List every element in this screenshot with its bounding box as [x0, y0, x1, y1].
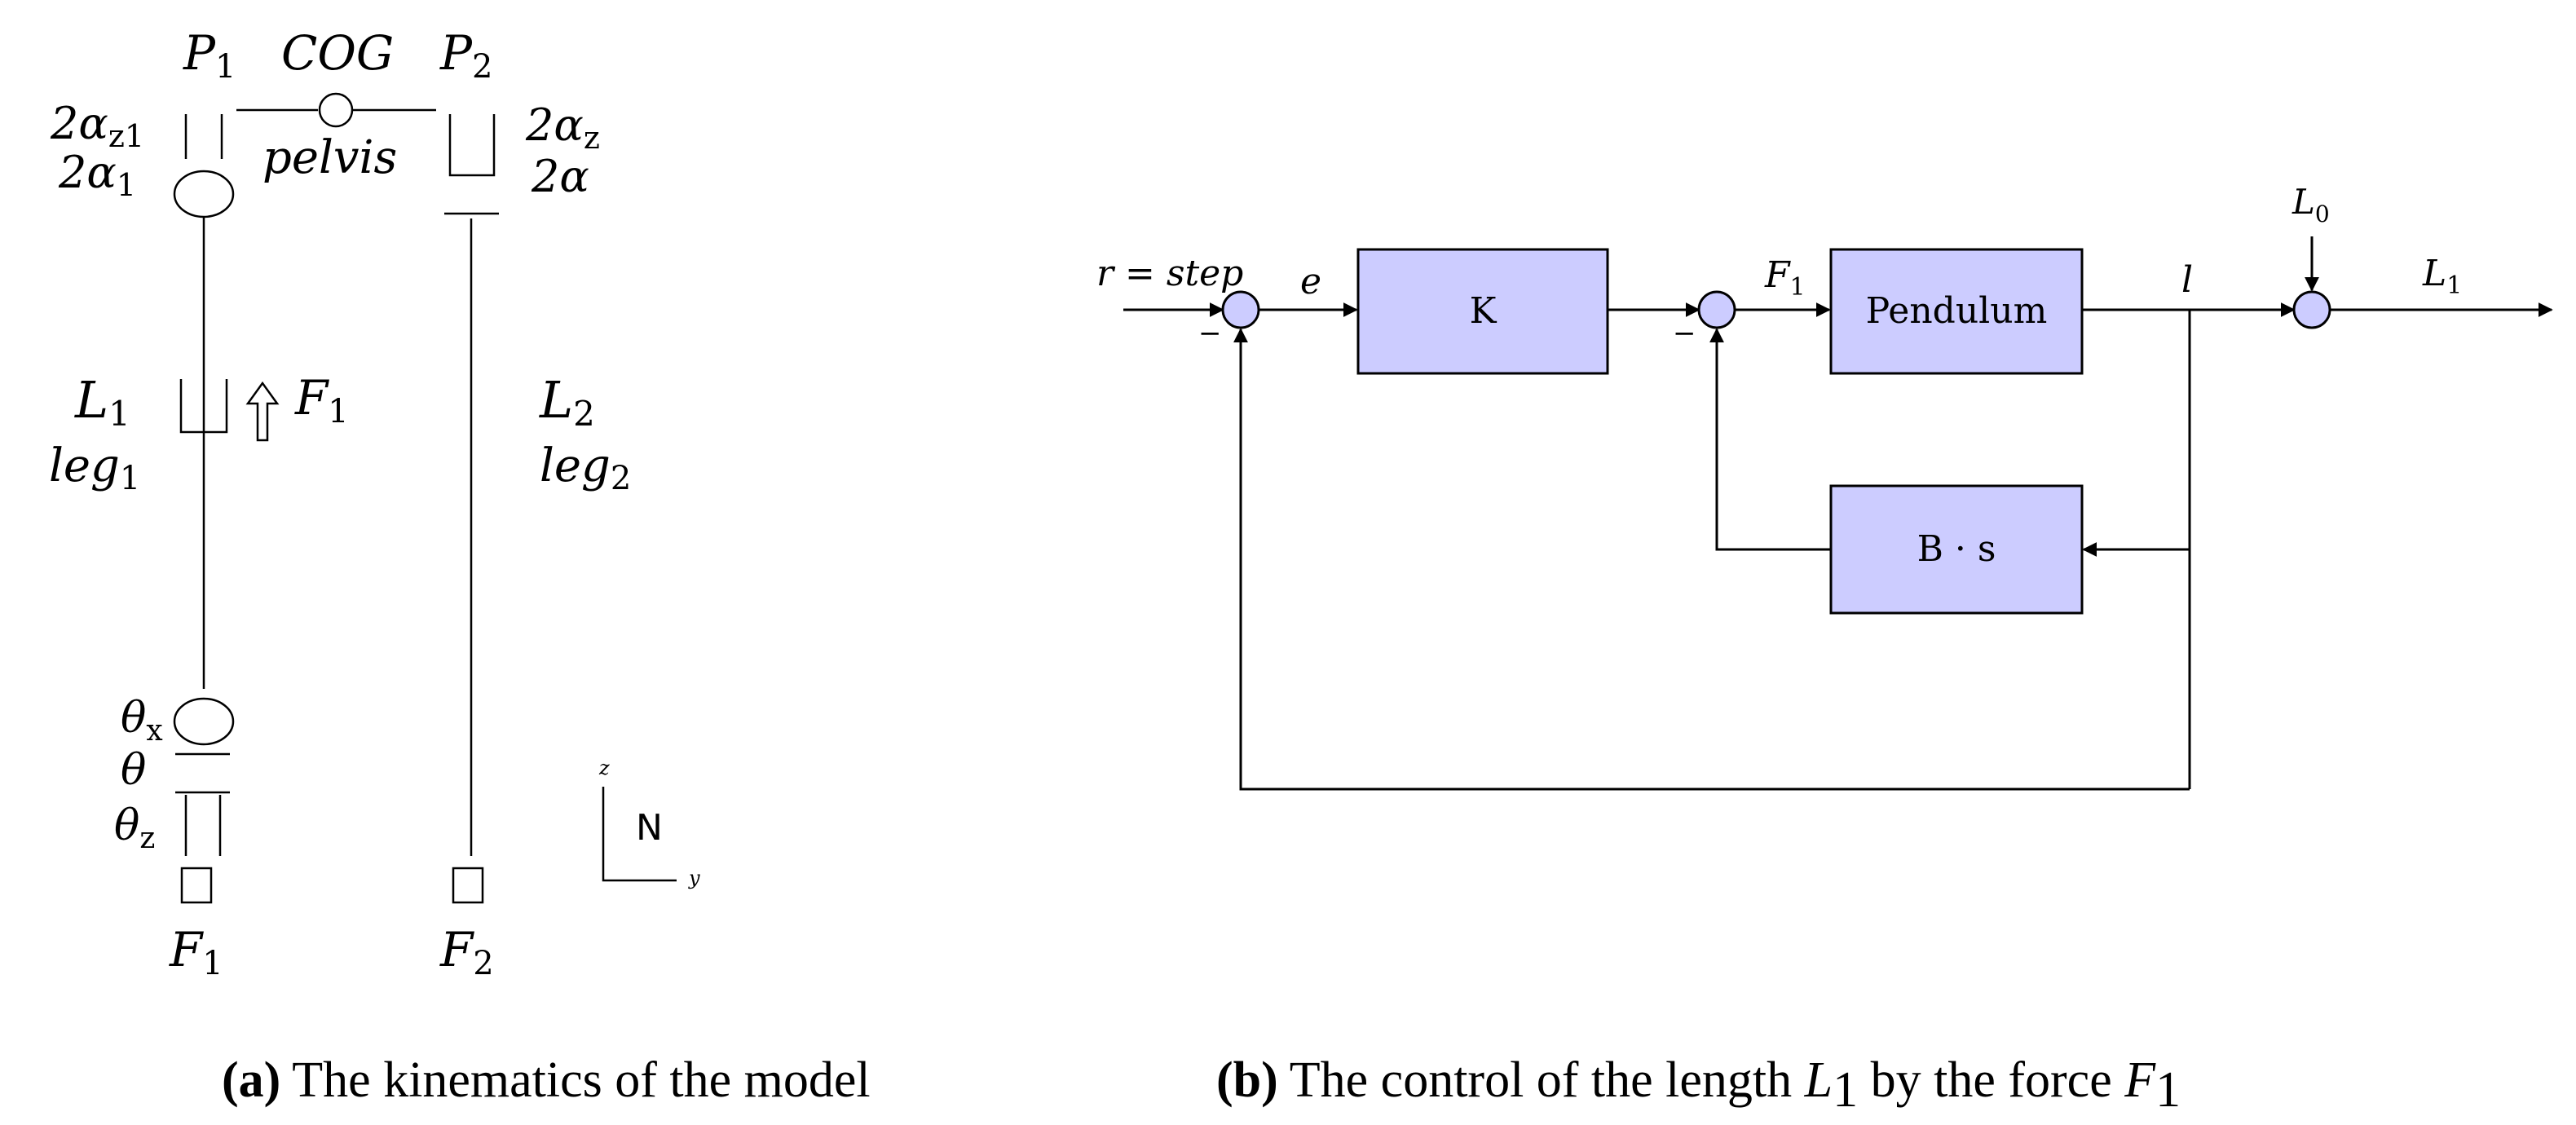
- foot-2-box: [452, 867, 484, 904]
- n-frame-axes: [602, 787, 677, 882]
- label-foot-1: F1: [169, 922, 223, 982]
- label-p1: P1: [183, 25, 236, 86]
- block-bs-label: B · s: [1917, 528, 1996, 570]
- label-pelvis: pelvis: [262, 131, 397, 184]
- label-leg-2: leg2: [540, 439, 631, 497]
- kinematics-diagram: P1 COG P2 pelvis 2αz1 2α1 2αz 2α F1 L1 l…: [49, 25, 700, 982]
- hip1-rotary-joint: [173, 170, 235, 218]
- inner-feedback-return: [1709, 328, 1831, 551]
- label-p2: P2: [439, 25, 492, 86]
- summing-junction-1: [1221, 290, 1260, 329]
- output-label: L1: [2422, 253, 2462, 300]
- label-alpha-1: 2α1: [58, 147, 136, 203]
- label-length-1: L1: [74, 370, 130, 434]
- error-label: e: [1300, 261, 1321, 302]
- outer-feedback-return: [1233, 328, 2190, 791]
- label-length-2: L2: [539, 370, 595, 434]
- block-pendulum-label: Pendulum: [1866, 290, 2048, 332]
- caption-a: (a)The kinematics of the model: [222, 1052, 871, 1108]
- label-alpha-z1: 2αz1: [50, 98, 144, 154]
- axis-y-label: y: [688, 867, 700, 889]
- ankle-rotary-x-joint: [173, 697, 235, 746]
- label-foot-2: F2: [439, 922, 494, 982]
- label-alpha-z: 2αz: [525, 99, 600, 156]
- axis-z-label: z: [598, 757, 610, 779]
- offset-label: L0: [2291, 182, 2330, 227]
- block-k: [1356, 248, 1609, 375]
- label-force-f1: F1: [294, 370, 349, 430]
- block-pendulum: [1829, 248, 2084, 375]
- label-theta-x: θx: [121, 694, 163, 748]
- minus-sign-1: −: [1198, 317, 1222, 350]
- label-alpha: 2α: [531, 151, 589, 202]
- label-theta-z: θz: [114, 801, 155, 855]
- minus-sign-2: −: [1673, 317, 1696, 350]
- block-k-label: K: [1470, 290, 1498, 332]
- control-block-diagram: r = step − e K − F1 Pendulum l L0 L1: [1096, 182, 2553, 791]
- hip2-prismatic-joint: [448, 114, 496, 177]
- label-cog: COG: [281, 25, 394, 81]
- label-theta: θ: [121, 746, 146, 795]
- summing-junction-3: [2292, 290, 2331, 329]
- input-label: r = step: [1096, 253, 1243, 294]
- label-leg-1: leg1: [49, 439, 140, 497]
- frame-n-label: N: [636, 807, 663, 849]
- force-label: F1: [1764, 254, 1806, 302]
- force-arrow-icon: [245, 381, 280, 442]
- summing-junction-2: [1697, 290, 1736, 329]
- caption-b: (b)The control of the length L1 by the f…: [1216, 1052, 2181, 1118]
- foot-1-box: [180, 867, 213, 904]
- output-l-label: l: [2181, 259, 2193, 301]
- cog-joint: [318, 92, 354, 128]
